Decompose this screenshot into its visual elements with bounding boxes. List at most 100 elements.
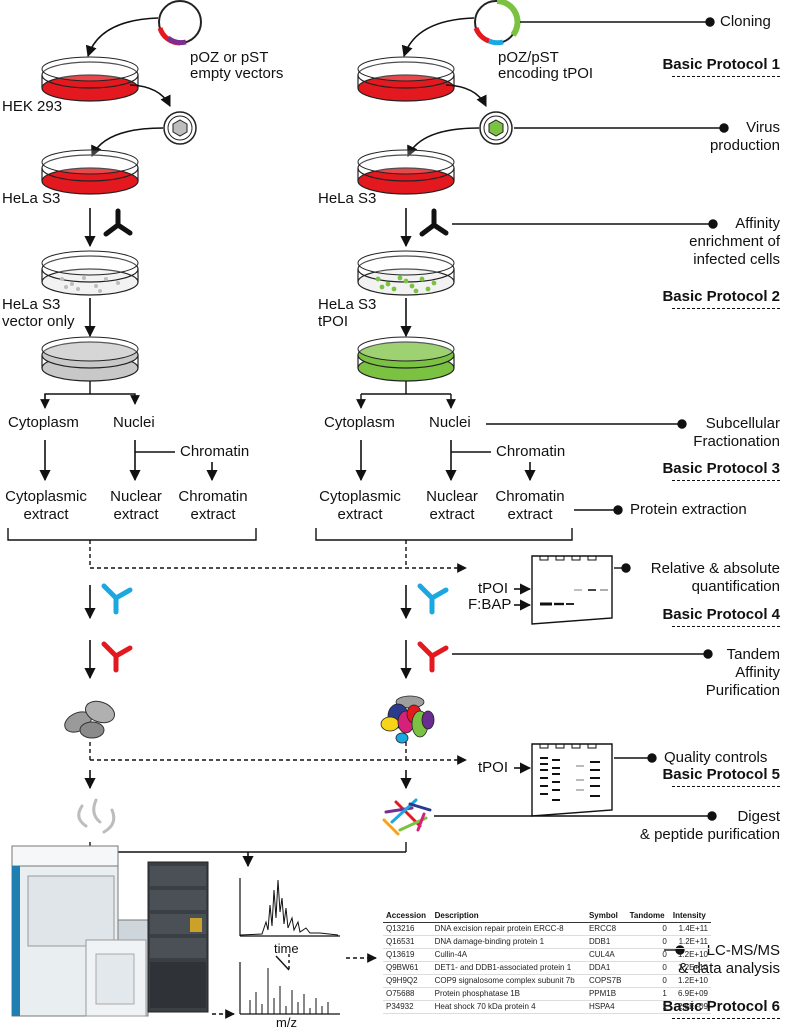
harvest-dish-green xyxy=(357,336,455,382)
cell-description: Heat shock 70 kDa protein 4 xyxy=(431,1000,586,1014)
cell-symbol: ERCC8 xyxy=(585,922,627,936)
cell-intensity: 1.4E+11 xyxy=(669,922,711,936)
protocol-1-underline xyxy=(672,76,780,77)
cytoplasm-label-right: Cytoplasm xyxy=(324,414,395,431)
quant-gel-icon xyxy=(531,555,613,625)
basic-protocol-5: Basic Protocol 5 xyxy=(662,766,780,783)
results-table: Accession Description Symbol Tandome Int… xyxy=(383,910,711,1014)
step-protein-extraction: Protein extraction xyxy=(630,501,747,518)
cell-intensity: 2.5E+09 xyxy=(669,1000,711,1014)
cell-accession: P34932 xyxy=(383,1000,432,1014)
hela-dish-left xyxy=(41,149,139,195)
nuclei-label-right: Nuclei xyxy=(429,414,471,431)
step-quality-controls: Quality controls xyxy=(664,749,768,766)
encoding-vector-icon xyxy=(473,0,521,46)
chromatin-label-right: Chromatin xyxy=(496,443,566,460)
cell-tandome: 0 xyxy=(626,948,670,962)
hek-dish-right xyxy=(357,56,455,102)
cytoplasm-label-left: Cytoplasm xyxy=(8,414,79,431)
virus-tpoi-icon xyxy=(479,111,513,145)
cell-accession: Q13216 xyxy=(383,922,432,936)
gel-fbap-label: F:BAP xyxy=(468,596,512,613)
mass-spectrum-plot xyxy=(239,962,340,1015)
cell-description: DNA excision repair protein ERCC-8 xyxy=(431,922,586,936)
gel-tpoi-label: tPOI xyxy=(478,580,509,597)
cell-tandome: 1 xyxy=(626,1000,670,1014)
cell-symbol: COPS7B xyxy=(585,974,627,988)
cell-tandome: 0 xyxy=(626,935,670,949)
protocol-2-underline xyxy=(672,308,780,309)
gray-peptides-icon xyxy=(77,798,116,834)
cell-accession: O75688 xyxy=(383,987,432,1001)
antibody-black-right-icon xyxy=(419,208,449,237)
lc-instrument-icon xyxy=(11,845,149,1017)
time-axis-label: time xyxy=(274,941,299,956)
header-tandome: Tandome xyxy=(626,910,670,923)
protocol-3-underline xyxy=(672,480,780,481)
cell-intensity: 1.2E+10 xyxy=(669,961,711,975)
cell-tandome: 1 xyxy=(626,987,670,1001)
cell-symbol: HSPA4 xyxy=(585,1000,627,1014)
antibody-blue-left-icon xyxy=(101,583,133,615)
step-cloning: Cloning xyxy=(720,13,771,30)
cell-tandome: 0 xyxy=(626,974,670,988)
cell-symbol: PPM1B xyxy=(585,987,627,1001)
cell-description: Cullin-4A xyxy=(431,948,586,962)
cell-accession: Q9H9Q2 xyxy=(383,974,432,988)
cell-description: Protein phosphatase 1B xyxy=(431,987,586,1001)
basic-protocol-2: Basic Protocol 2 xyxy=(662,288,780,305)
colored-complex-icon xyxy=(380,695,435,744)
nuclei-label-left: Nuclei xyxy=(113,414,155,431)
cell-accession: Q16531 xyxy=(383,935,432,949)
hek-label: HEK 293 xyxy=(2,98,63,115)
header-intensity: Intensity xyxy=(669,910,711,923)
colored-peptides-icon xyxy=(382,798,432,836)
harvest-dish-gray xyxy=(41,336,139,382)
chromatogram-plot xyxy=(239,878,340,937)
gray-complex-icon xyxy=(64,700,116,739)
header-symbol: Symbol xyxy=(585,910,627,923)
virus-empty-icon xyxy=(163,111,197,145)
basic-protocol-4: Basic Protocol 4 xyxy=(662,606,780,623)
protocol-4-underline xyxy=(672,626,780,627)
cell-tandome: 0 xyxy=(626,922,670,936)
cell-intensity: 1.2E+10 xyxy=(669,974,711,988)
cell-accession: Q9BW61 xyxy=(383,961,432,975)
hela-vector-dish xyxy=(41,250,139,296)
qc-tpoi-label: tPOI xyxy=(478,759,509,776)
protocol-5-underline xyxy=(672,786,780,787)
cell-description: DET1- and DDB1-associated protein 1 xyxy=(431,961,586,975)
cell-intensity: 1.2E+10 xyxy=(669,948,711,962)
cell-description: DNA damage-binding protein 1 xyxy=(431,935,586,949)
cell-symbol: DDB1 xyxy=(585,935,627,949)
header-accession: Accession xyxy=(383,910,432,923)
table-header-row: Accession Description Symbol Tandome Int… xyxy=(383,910,711,923)
mz-axis-label: m/z xyxy=(276,1015,297,1030)
antibody-blue-right-icon xyxy=(417,583,449,615)
hela-tpoi-dish xyxy=(357,250,455,296)
header-description: Description xyxy=(431,910,586,923)
cell-symbol: DDA1 xyxy=(585,961,627,975)
chromatin-label-left: Chromatin xyxy=(180,443,250,460)
cell-intensity: 6.9E+09 xyxy=(669,987,711,1001)
protocol-6-underline xyxy=(672,1018,780,1019)
basic-protocol-3: Basic Protocol 3 xyxy=(662,460,780,477)
basic-protocol-1: Basic Protocol 1 xyxy=(662,56,780,73)
